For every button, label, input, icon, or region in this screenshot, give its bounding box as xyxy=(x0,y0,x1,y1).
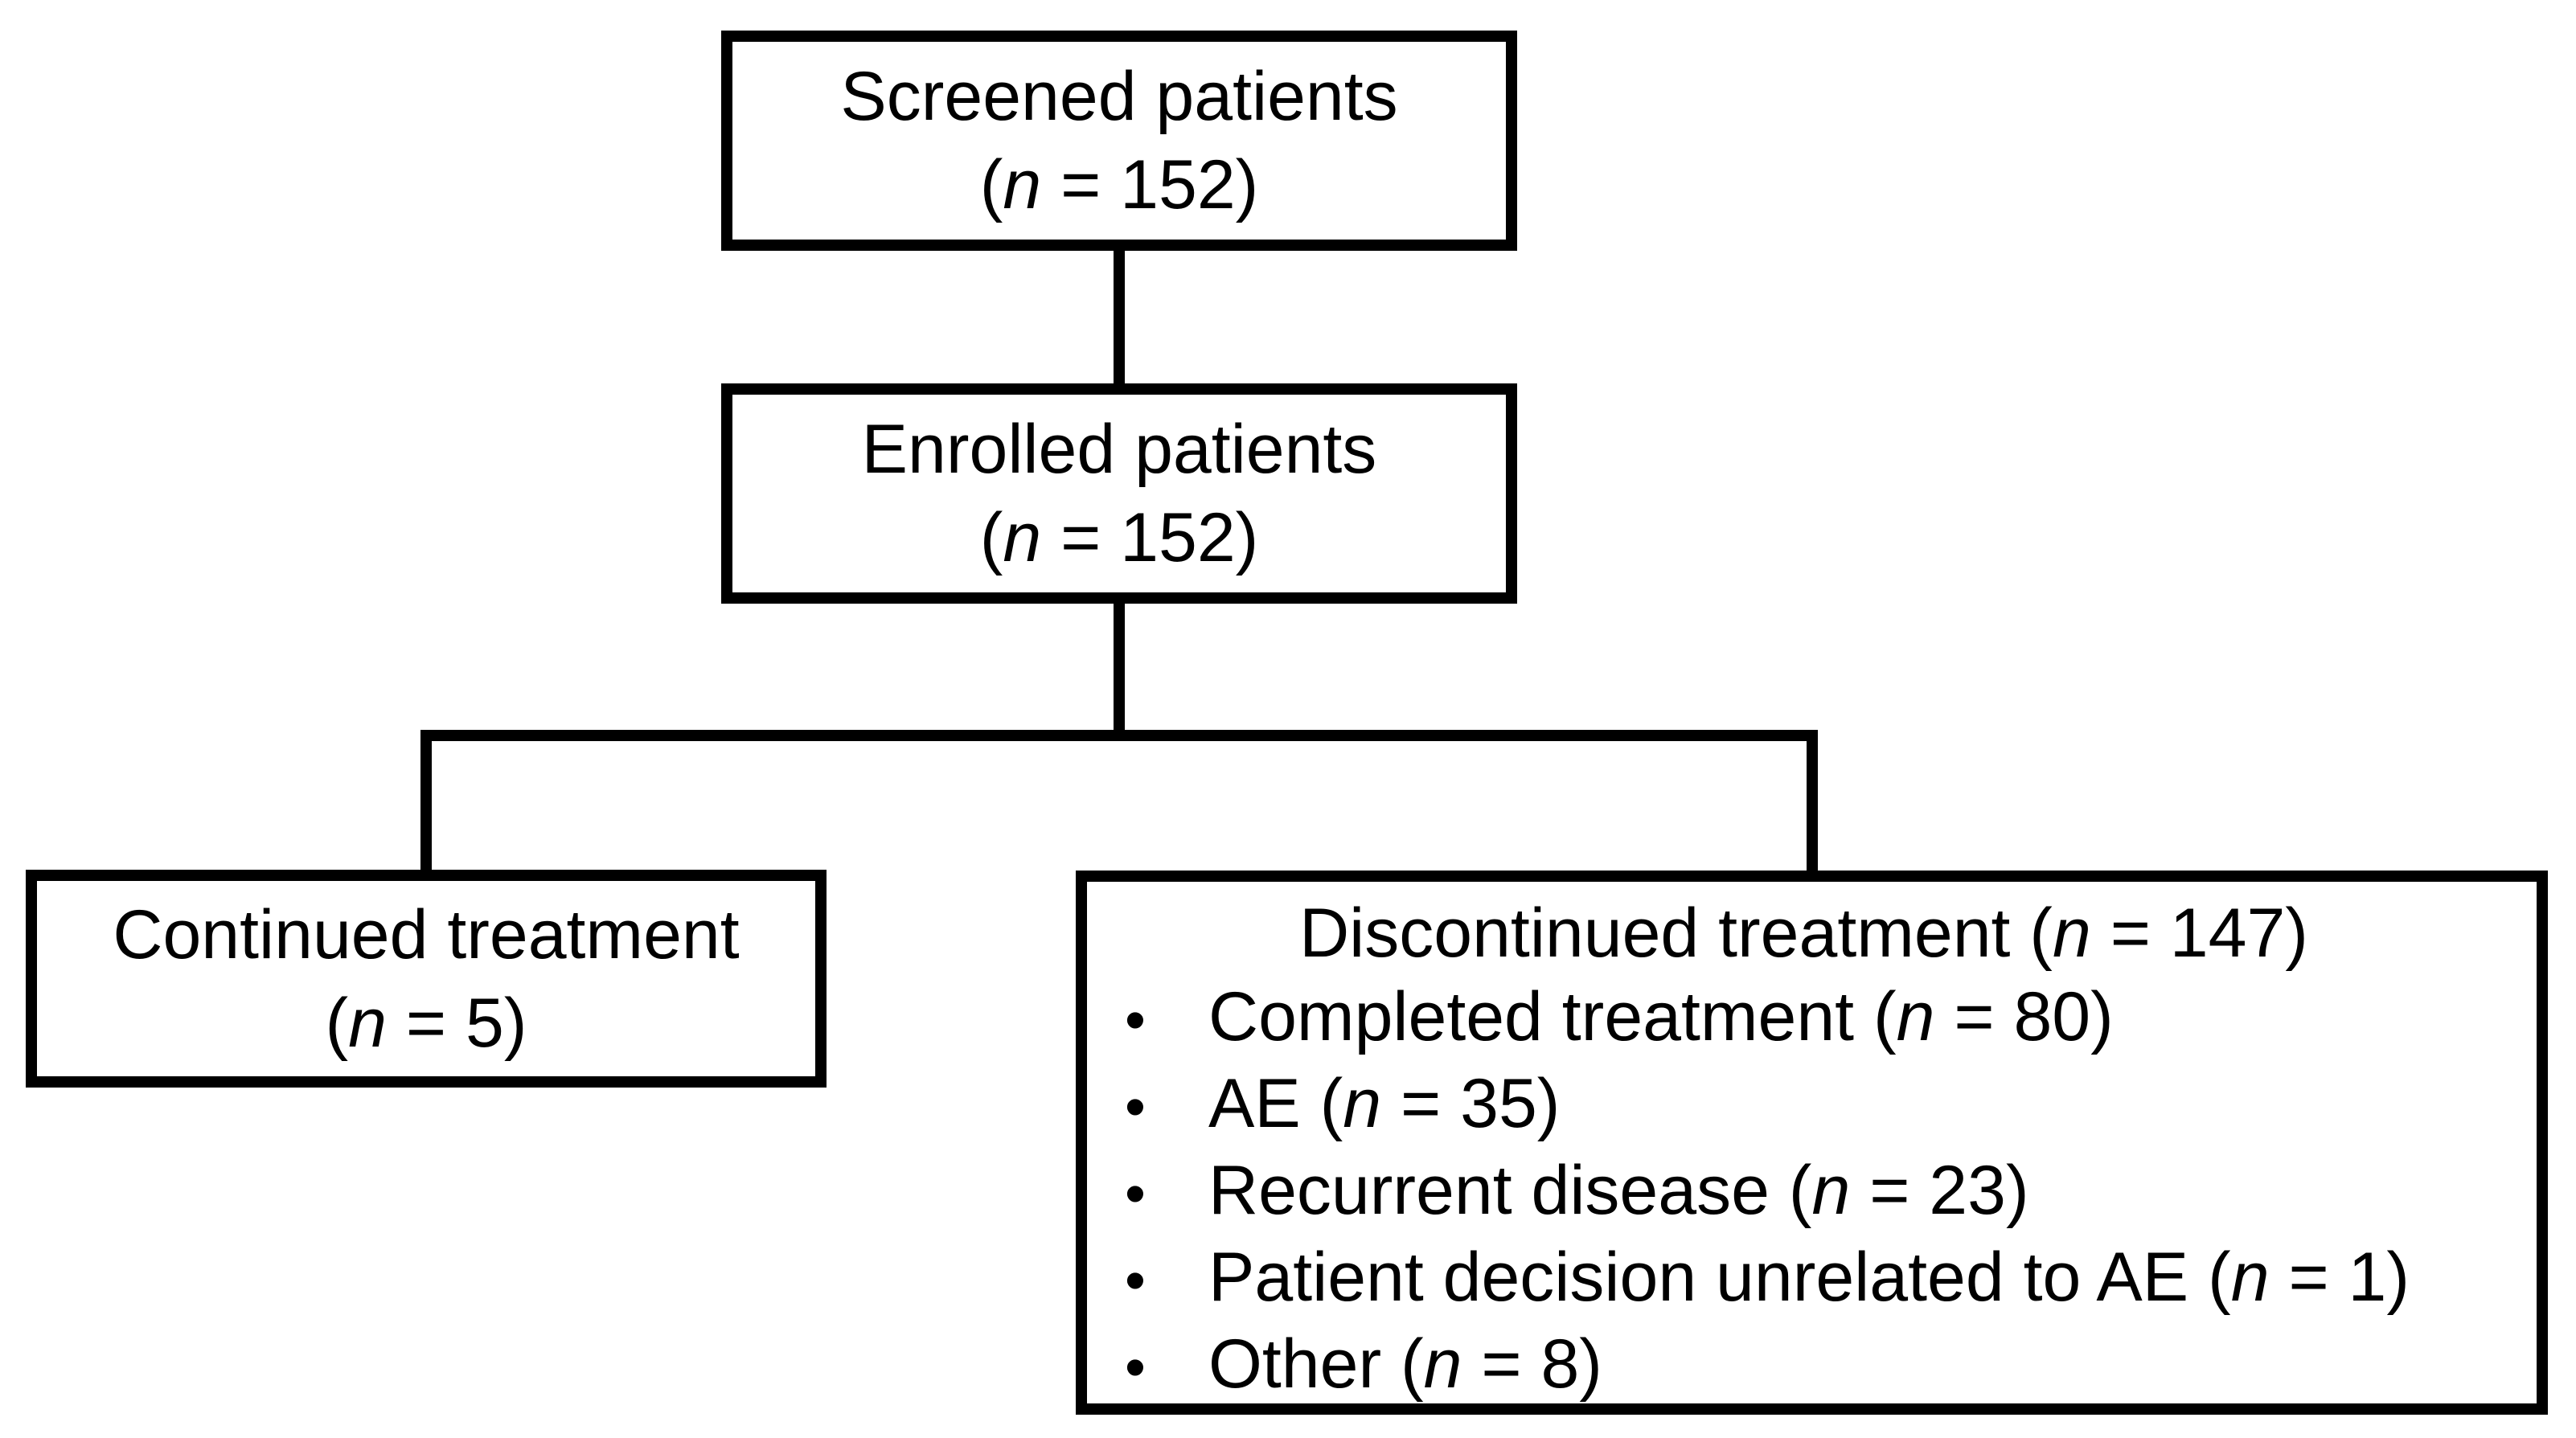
n-variable: n xyxy=(1003,146,1042,223)
enrolled-patients-count: (n = 152) xyxy=(980,494,1259,582)
bullet-item-adverse-event: • AE (n = 35) xyxy=(1087,1062,2521,1149)
count-value: = 5) xyxy=(387,984,527,1062)
continued-treatment-box: Continued treatment (n = 5) xyxy=(26,870,827,1088)
bullet-item-completed-treatment: • Completed treatment (n = 80) xyxy=(1087,975,2521,1062)
count-open-paren: ( xyxy=(979,146,1003,223)
enrolled-patients-box: Enrolled patients (n = 152) xyxy=(721,383,1517,604)
item-label: Completed treatment ( xyxy=(1208,978,1897,1055)
screened-patients-title: Screened patients xyxy=(840,58,1398,135)
item-count-value: = 23) xyxy=(1850,1152,2029,1229)
header-text: Discontinued treatment ( xyxy=(1299,895,2053,972)
bullet-icon: • xyxy=(1125,1160,1146,1227)
item-label: Patient decision unrelated to AE ( xyxy=(1208,1239,2231,1316)
bullet-item-other: • Other (n = 8) xyxy=(1087,1322,2521,1409)
bullet-icon: • xyxy=(1125,1334,1146,1400)
connector-enrolled-stem xyxy=(1114,599,1125,741)
count-value: = 152) xyxy=(1041,146,1259,223)
bullet-item-text: Patient decision unrelated to AE (n = 1) xyxy=(1208,1235,2410,1319)
screened-patients-count: (n = 152) xyxy=(980,141,1259,229)
bullet-icon: • xyxy=(1125,986,1146,1053)
count-open-paren: ( xyxy=(325,984,349,1062)
count-open-paren: ( xyxy=(979,499,1003,576)
n-variable: n xyxy=(2052,895,2091,972)
item-count-value: = 80) xyxy=(1934,978,2114,1055)
header-count-value: = 147) xyxy=(2090,895,2308,972)
bullet-item-text: Completed treatment (n = 80) xyxy=(1208,975,2114,1059)
item-count-value: = 8) xyxy=(1462,1325,1602,1403)
item-count-value: = 35) xyxy=(1381,1065,1561,1142)
connector-branch-left-drop xyxy=(420,730,432,875)
continued-treatment-count: (n = 5) xyxy=(326,979,527,1067)
item-count-value: = 1) xyxy=(2269,1239,2410,1316)
item-label: Recurrent disease ( xyxy=(1208,1152,1812,1229)
screened-patients-box: Screened patients (n = 152) xyxy=(721,31,1517,251)
count-value: = 152) xyxy=(1041,499,1259,576)
n-variable: n xyxy=(2230,1239,2270,1316)
item-label: Other ( xyxy=(1208,1325,1424,1403)
n-variable: n xyxy=(348,984,387,1062)
bullet-item-text: Other (n = 8) xyxy=(1208,1322,1602,1406)
discontinued-treatment-header: Discontinued treatment (n = 147) xyxy=(1087,891,2521,975)
bullet-item-text: AE (n = 35) xyxy=(1208,1062,1560,1145)
enrolled-patients-title: Enrolled patients xyxy=(861,411,1377,488)
item-label: AE ( xyxy=(1208,1065,1343,1142)
n-variable: n xyxy=(1423,1325,1462,1403)
discontinued-treatment-box: Discontinued treatment (n = 147) • Compl… xyxy=(1076,871,2548,1415)
bullet-icon: • xyxy=(1125,1073,1146,1140)
connector-branch-horizontal xyxy=(420,730,1818,741)
connector-screened-to-enrolled xyxy=(1114,245,1125,390)
n-variable: n xyxy=(1896,978,1935,1055)
connector-branch-right-drop xyxy=(1807,730,1818,875)
bullet-item-recurrent-disease: • Recurrent disease (n = 23) xyxy=(1087,1149,2521,1235)
n-variable: n xyxy=(1811,1152,1851,1229)
bullet-item-patient-decision: • Patient decision unrelated to AE (n = … xyxy=(1087,1235,2521,1322)
bullet-icon: • xyxy=(1125,1247,1146,1313)
continued-treatment-title: Continued treatment xyxy=(113,895,740,973)
n-variable: n xyxy=(1343,1065,1382,1142)
bullet-item-text: Recurrent disease (n = 23) xyxy=(1208,1149,2029,1232)
n-variable: n xyxy=(1003,499,1042,576)
